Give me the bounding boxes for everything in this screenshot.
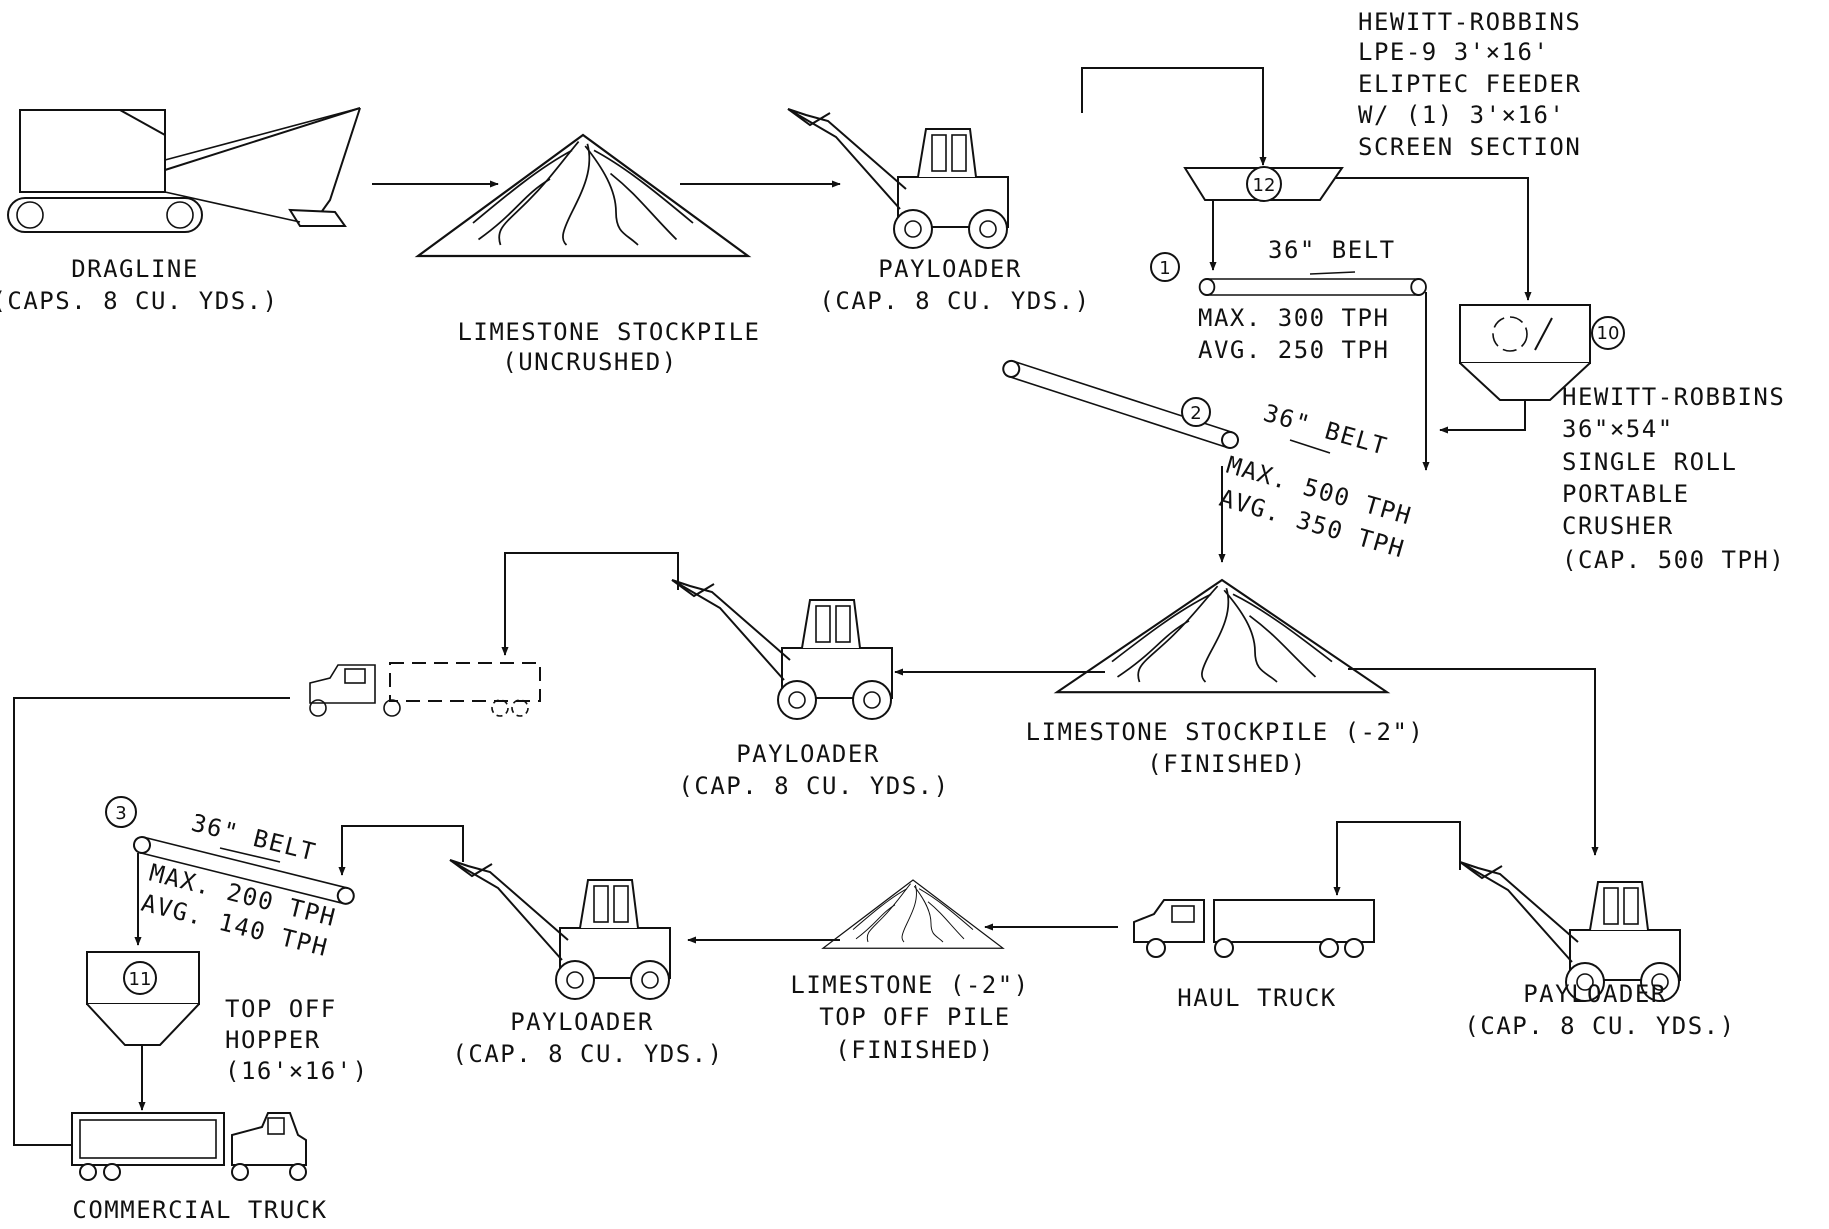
flow-arrow	[1333, 821, 1461, 896]
top-off-pile-line-2: TOP OFF PILE	[819, 1003, 1010, 1031]
flow-arrow	[1081, 67, 1267, 166]
belt-1-icon	[1198, 278, 1427, 296]
flow-arrow	[1348, 668, 1599, 856]
crusher-id: 10	[1597, 323, 1620, 344]
hopper-line-1: TOP OFF	[225, 995, 337, 1023]
crusher-line-2: 36"×54"	[1562, 415, 1674, 443]
stockpile-finished-icon	[1055, 578, 1389, 694]
feeder-line-3: ELIPTEC FEEDER	[1358, 70, 1581, 98]
dragline-capacity: (CAPS. 8 CU. YDS.)	[0, 287, 279, 315]
payloader-1-icon	[787, 108, 1009, 249]
payloader-4-capacity: (CAP. 8 CU. YDS.)	[452, 1040, 723, 1068]
hopper-icon	[86, 951, 200, 1046]
feeder-icon	[1183, 166, 1344, 202]
belt-1-max: MAX. 300 TPH	[1198, 304, 1389, 332]
feeder-line-5: SCREEN SECTION	[1358, 133, 1581, 161]
belt-2-direction	[1289, 439, 1331, 454]
belt-3-id-circle	[105, 796, 137, 828]
payloader-3-capacity: (CAP. 8 CU. YDS.)	[1464, 1012, 1735, 1040]
stockpile-uncrushed-note: (UNCRUSHED)	[502, 348, 677, 376]
payloader-1-capacity: (CAP. 8 CU. YDS.)	[819, 287, 1090, 315]
crusher-line-3: SINGLE ROLL	[1562, 448, 1737, 476]
hopper-id: 11	[129, 969, 152, 990]
flow-arrow	[1439, 400, 1526, 434]
payloader-2-name: PAYLOADER	[736, 740, 880, 768]
commercial-truck-icon	[71, 1112, 307, 1181]
crusher-icon	[1459, 304, 1591, 401]
top-off-pile-line-3: (FINISHED)	[835, 1036, 995, 1064]
flow-arrow	[1335, 177, 1532, 301]
belt-1-label: 36" BELT	[1268, 236, 1396, 264]
payloader-2-icon	[671, 579, 893, 720]
belt-3-label: 36" BELT	[189, 809, 320, 867]
stockpile-uncrushed-icon	[416, 133, 750, 258]
stockpile-uncrushed-name: LIMESTONE STOCKPILE	[457, 318, 760, 346]
belt-1-avg: AVG. 250 TPH	[1198, 336, 1389, 364]
payloader-1-name: PAYLOADER	[878, 255, 1022, 283]
payloader-4-name: PAYLOADER	[510, 1008, 654, 1036]
commercial-truck-name: COMMERCIAL TRUCK	[72, 1196, 327, 1224]
dragline-icon	[7, 107, 361, 233]
belt-3-id: 3	[115, 803, 126, 824]
crusher-id-circle	[1591, 316, 1625, 350]
payloader-2-capacity: (CAP. 8 CU. YDS.)	[678, 772, 949, 800]
belt-3-icon	[133, 836, 355, 905]
feeder-line-2: LPE-9 3'×16'	[1358, 38, 1549, 66]
stockpile-finished-name: LIMESTONE STOCKPILE (-2")	[1026, 718, 1425, 746]
hopper-line-2: HOPPER	[225, 1026, 321, 1054]
flow-arrow	[501, 552, 679, 656]
belt-1-direction	[1309, 271, 1356, 275]
payloader-4-icon	[449, 859, 671, 1000]
haul-truck-name: HAUL TRUCK	[1177, 984, 1337, 1012]
belt-2-id: 2	[1190, 403, 1201, 424]
belt-2-id-circle	[1181, 397, 1211, 427]
payloader-3-name: PAYLOADER	[1523, 980, 1667, 1008]
belt-1-id: 1	[1159, 258, 1170, 279]
stockpile-finished-note: (FINISHED)	[1147, 750, 1307, 778]
feeder-line-4: W/ (1) 3'×16'	[1358, 101, 1565, 129]
feeder-id: 12	[1253, 175, 1276, 196]
crusher-line-6: (CAP. 500 TPH)	[1562, 546, 1785, 574]
crusher-line-4: PORTABLE	[1562, 480, 1690, 508]
crusher-line-5: CRUSHER	[1562, 512, 1674, 540]
belt-3-direction	[219, 847, 281, 863]
feeder-line-1: HEWITT-ROBBINS	[1358, 8, 1581, 36]
hopper-line-3: (16'×16')	[225, 1057, 369, 1085]
top-off-pile-icon	[822, 879, 1004, 949]
flow-arrow	[13, 697, 290, 1149]
flow-arrow	[338, 825, 464, 876]
top-off-pile-line-1: LIMESTONE (-2")	[790, 971, 1029, 999]
belt-1-id-circle	[1150, 252, 1180, 282]
haul-truck-icon	[1133, 899, 1375, 958]
dragline-name: DRAGLINE	[71, 255, 199, 283]
crusher-line-1: HEWITT-ROBBINS	[1562, 383, 1785, 411]
transfer-truck-icon	[309, 662, 541, 717]
